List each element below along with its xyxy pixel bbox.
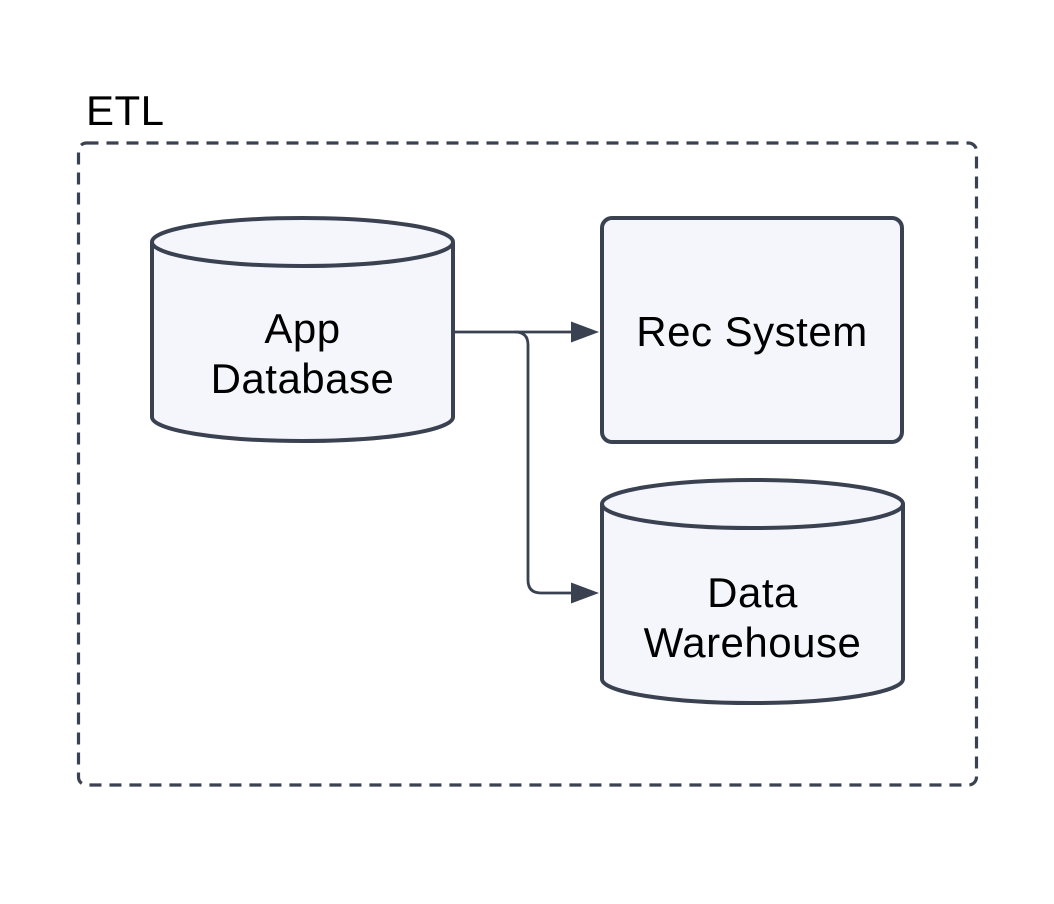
subgraph-etl: ETL bbox=[76, 87, 979, 787]
database-cylinder-rim bbox=[150, 241, 455, 268]
node-app-database-label-line1: App bbox=[264, 305, 340, 352]
node-data-warehouse: Data Warehouse bbox=[600, 478, 905, 705]
database-cylinder-shape bbox=[150, 216, 455, 443]
rect-node-shape bbox=[600, 216, 904, 444]
database-cylinder-rim bbox=[600, 503, 905, 530]
node-rec-system-label: Rec System bbox=[636, 308, 867, 355]
node-rec-system: Rec System bbox=[600, 216, 904, 444]
database-cylinder-shape bbox=[600, 478, 905, 705]
edge-appdatabase-to-datawarehouse bbox=[514, 330, 599, 604]
node-app-database-label-line2: Database bbox=[211, 355, 395, 402]
arrowhead-recsystem-icon bbox=[571, 321, 599, 343]
edge-line-to-datawarehouse bbox=[514, 330, 571, 595]
edge-appdatabase-to-recsystem bbox=[453, 321, 599, 343]
arrowhead-datawarehouse-icon bbox=[571, 582, 599, 604]
subgraph-etl-border bbox=[76, 141, 979, 787]
node-data-warehouse-label-line2: Warehouse bbox=[644, 619, 862, 666]
subgraph-etl-label: ETL bbox=[86, 87, 165, 134]
node-app-database: App Database bbox=[150, 216, 455, 443]
node-data-warehouse-label-line1: Data bbox=[707, 569, 798, 616]
